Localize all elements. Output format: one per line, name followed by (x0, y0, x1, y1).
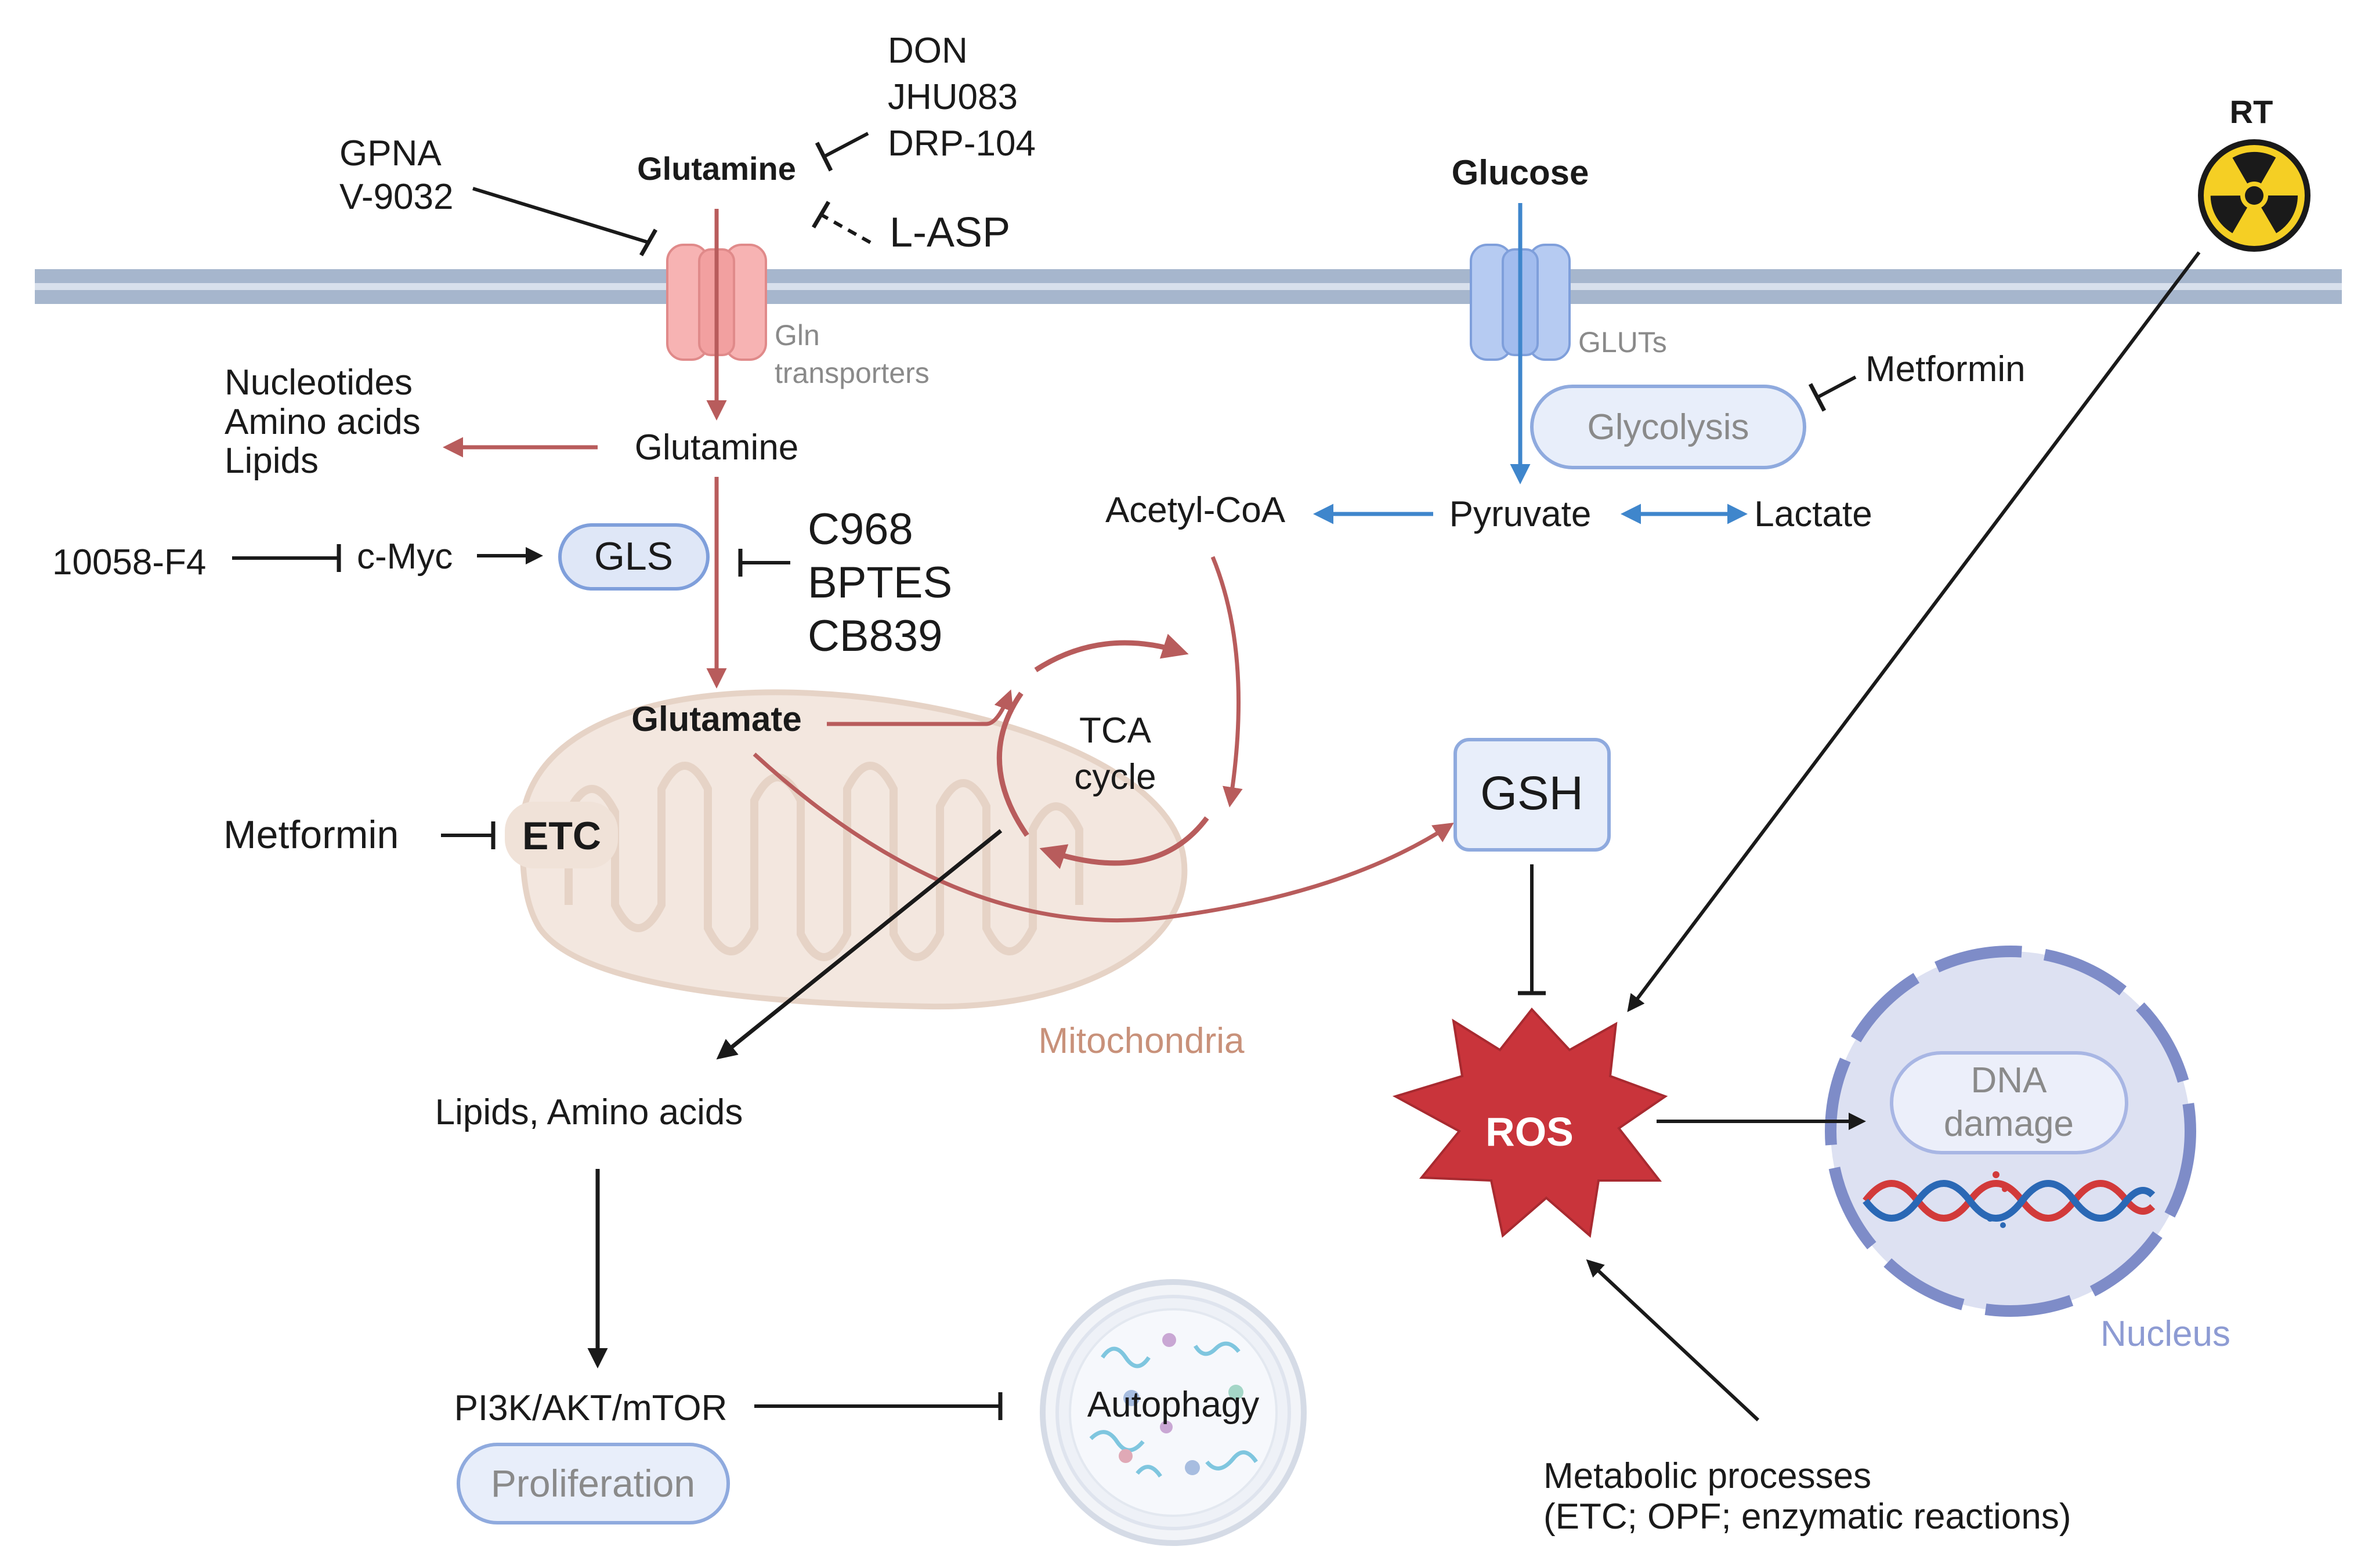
arrow-rt-to-ros (1627, 251, 2201, 1012)
label-nucleotides: Nucleotides (225, 363, 413, 403)
label-pi3k: PI3K/AKT/mTOR (454, 1388, 728, 1428)
inhibit-don-glutamine (823, 132, 869, 158)
label-lipids: Lipids (225, 441, 319, 481)
arrow-tca-to-lipids (716, 829, 1003, 1060)
label-cmyc: c-Myc (357, 537, 453, 577)
tca-arc-left (996, 691, 1029, 837)
gsh-box (1453, 738, 1611, 852)
label-c968: C968 (808, 505, 913, 554)
arrow-glutamate-to-tca (827, 689, 1014, 726)
label-lipids-amino-acids: Lipids, Amino acids (435, 1092, 743, 1132)
mitochondria-shape (518, 689, 1188, 1010)
ros-star (1392, 1007, 1668, 1238)
inhibit-lasp-glutamine (820, 213, 872, 244)
label-gln-transporter-2: transporters (775, 357, 930, 389)
label-gln-transporter-1: Gln (775, 319, 820, 352)
label-amino-acids: Amino acids (225, 402, 421, 442)
label-dna-1: DNA (1971, 1060, 2048, 1100)
label-proliferation: Proliferation (491, 1462, 695, 1505)
label-v9032: V-9032 (339, 177, 454, 217)
label-gsh: GSH (1480, 767, 1583, 820)
tbar-metformin-glycolysis (1808, 383, 1827, 412)
radiation-icon (2198, 139, 2310, 252)
label-don: DON (888, 31, 968, 71)
etc-box (505, 802, 618, 868)
autophagosome (1040, 1279, 1307, 1546)
label-glucose: Glucose (1452, 153, 1589, 192)
label-jhu083: JHU083 (888, 77, 1018, 117)
arrow-glutamate-to-gsh (753, 752, 1454, 923)
label-tca-2: cycle (1074, 757, 1156, 797)
label-mitochondria: Mitochondria (1039, 1021, 1245, 1061)
label-pyruvate: Pyruvate (1449, 494, 1592, 534)
dna-damage-box (1890, 1051, 2128, 1154)
gls-box (558, 523, 710, 591)
label-gls: GLS (594, 534, 673, 578)
label-gluts: GLUTs (1578, 326, 1667, 358)
arrow-metabolic-to-ros (1586, 1259, 1760, 1422)
inhibit-gpna-transporter (472, 187, 649, 244)
cell-membrane (35, 269, 2342, 304)
label-metformin-etc: Metformin (223, 813, 399, 857)
tca-arc-right (1218, 685, 1230, 806)
label-10058-f4: 10058-F4 (52, 542, 206, 582)
label-metformin-glycolysis: Metformin (1865, 349, 2026, 389)
label-dna-2: damage (1944, 1104, 2074, 1144)
label-autophagy: Autophagy (1087, 1385, 1259, 1425)
tca-arc-top (1034, 633, 1189, 672)
arrow-acetylcoa-to-tca (1210, 556, 1243, 807)
label-lasp: L-ASP (890, 209, 1010, 256)
label-tca-1: TCA (1079, 711, 1152, 751)
label-ros: ROS (1485, 1109, 1574, 1154)
label-metabolic-1: Metabolic processes (1543, 1456, 1871, 1496)
tbar-gpna (639, 229, 658, 256)
dna-helix-icon (1863, 1171, 2156, 1228)
label-drp104: DRP-104 (888, 124, 1036, 164)
label-lactate: Lactate (1754, 494, 1872, 534)
glycolysis-box (1530, 385, 1806, 469)
label-acetyl-coa: Acetyl-CoA (1105, 490, 1286, 530)
proliferation-box (457, 1443, 730, 1524)
tca-arc-bottom (1039, 816, 1209, 869)
tbar-don (815, 142, 833, 172)
label-glutamine-inside: Glutamine (635, 428, 799, 468)
label-glutamate: Glutamate (631, 700, 801, 738)
label-nucleus: Nucleus (2100, 1314, 2230, 1354)
label-metabolic-2: (ETC; OPF; enzymatic reactions) (1543, 1497, 2071, 1537)
inhibit-metformin-glycolysis (1816, 375, 1857, 399)
label-cb839: CB839 (808, 611, 942, 661)
label-etc: ETC (522, 814, 601, 858)
tbar-lasp (811, 201, 831, 229)
glut-transporter (1470, 244, 1571, 361)
label-bptes: BPTES (808, 558, 952, 607)
label-glycolysis: Glycolysis (1587, 407, 1749, 447)
label-rt: RT (2230, 93, 2273, 130)
label-gpna: GPNA (339, 133, 442, 173)
label-glutamine-outside: Glutamine (637, 150, 796, 187)
